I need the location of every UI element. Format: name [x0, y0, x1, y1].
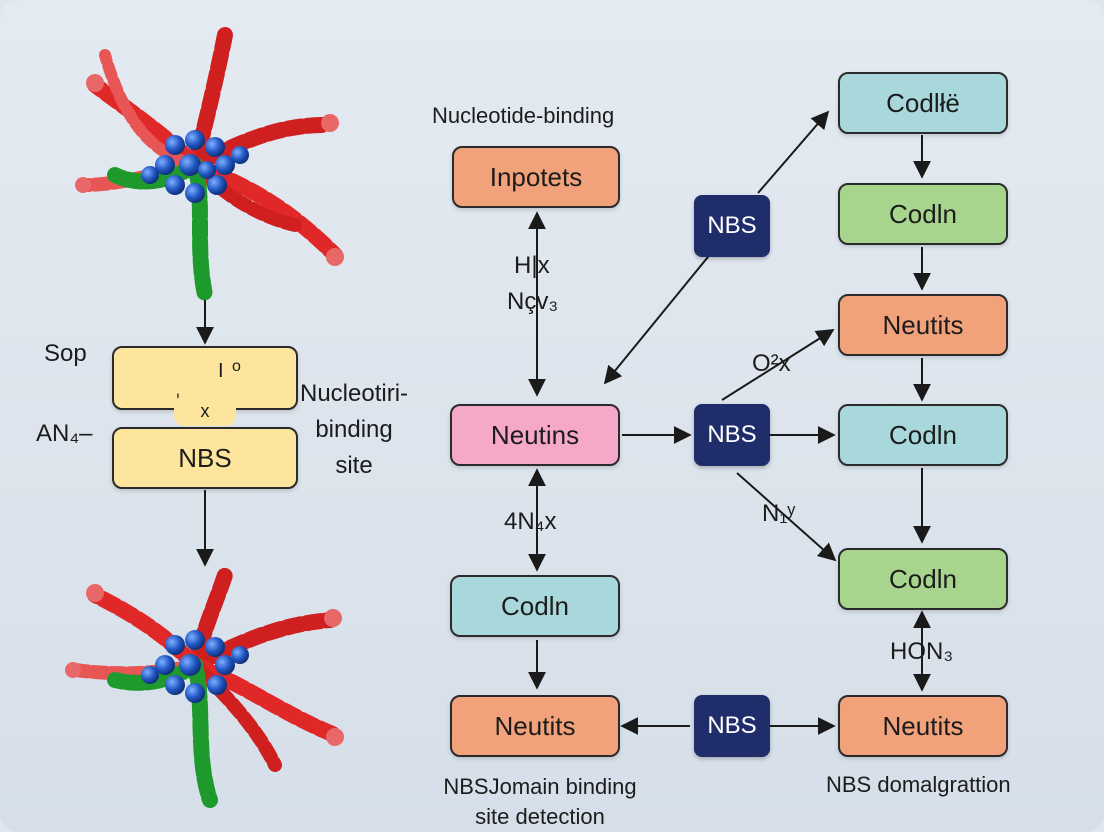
nbs-box: NBS	[112, 427, 298, 489]
box-right-2: Codln	[838, 183, 1008, 245]
sop-label: Sop	[44, 340, 87, 367]
arrow-badge-to-codl	[757, 110, 830, 194]
nbs-badge-upper: NBS	[694, 195, 770, 257]
box-neutits-middle: Neutits	[450, 695, 620, 757]
edge-label-hon3: HON₃	[890, 638, 954, 665]
right-caption: NBS domalgrattion	[826, 772, 1011, 797]
box-neutins: Neutins	[450, 404, 620, 466]
box-codln-middle: Codln	[450, 575, 620, 637]
box-right-6: Neutits	[838, 695, 1008, 757]
middle-caption-line-1: NBSJomain binding	[443, 774, 637, 799]
top-box-mark-2: o	[232, 358, 241, 375]
protein-structure-top	[75, 27, 344, 303]
edge-label-o2x: O²x	[752, 350, 791, 377]
box-right-1: Codlłё	[838, 72, 1008, 134]
box-right-3: Neutits	[838, 294, 1008, 356]
site-label-line-3: site	[335, 452, 373, 479]
site-label-line-1: Nucleotiri-	[300, 380, 409, 407]
notch-x-mark: x	[200, 400, 210, 421]
nbs-badge-middle: NBS	[694, 404, 770, 466]
middle-caption-line-2: site detection	[475, 804, 605, 829]
edge-label-ncv3: Nçv₃	[507, 288, 559, 315]
arrow-badge-to-neutits-upper	[721, 329, 835, 401]
middle-title: Nucleotide-binding	[432, 103, 615, 128]
box-right-5: Codln	[838, 548, 1008, 610]
an4-label: AN₄–	[36, 420, 93, 447]
nbs-badge-bottom: NBS	[694, 695, 770, 757]
edge-label-hx: H|x	[514, 252, 550, 279]
site-label-line-2: binding	[315, 416, 393, 443]
middle-caption: NBSJomain binding site detection	[430, 772, 650, 832]
arrow-badge-to-codln-lower	[736, 472, 837, 562]
edge-label-4n4x: 4N₄x	[504, 508, 557, 535]
edge-label-n1y: N₁ʸ	[762, 500, 796, 527]
top-box-mark-1: I	[218, 360, 224, 382]
protein-structure-bottom	[65, 567, 344, 808]
connector-notch: x	[174, 396, 236, 426]
box-right-4: Codln	[838, 404, 1008, 466]
arrow-badge-to-neutins	[603, 251, 713, 385]
box-inpotets: Inpotets	[452, 146, 620, 208]
site-label: Nucleotiri- binding site	[300, 376, 408, 484]
